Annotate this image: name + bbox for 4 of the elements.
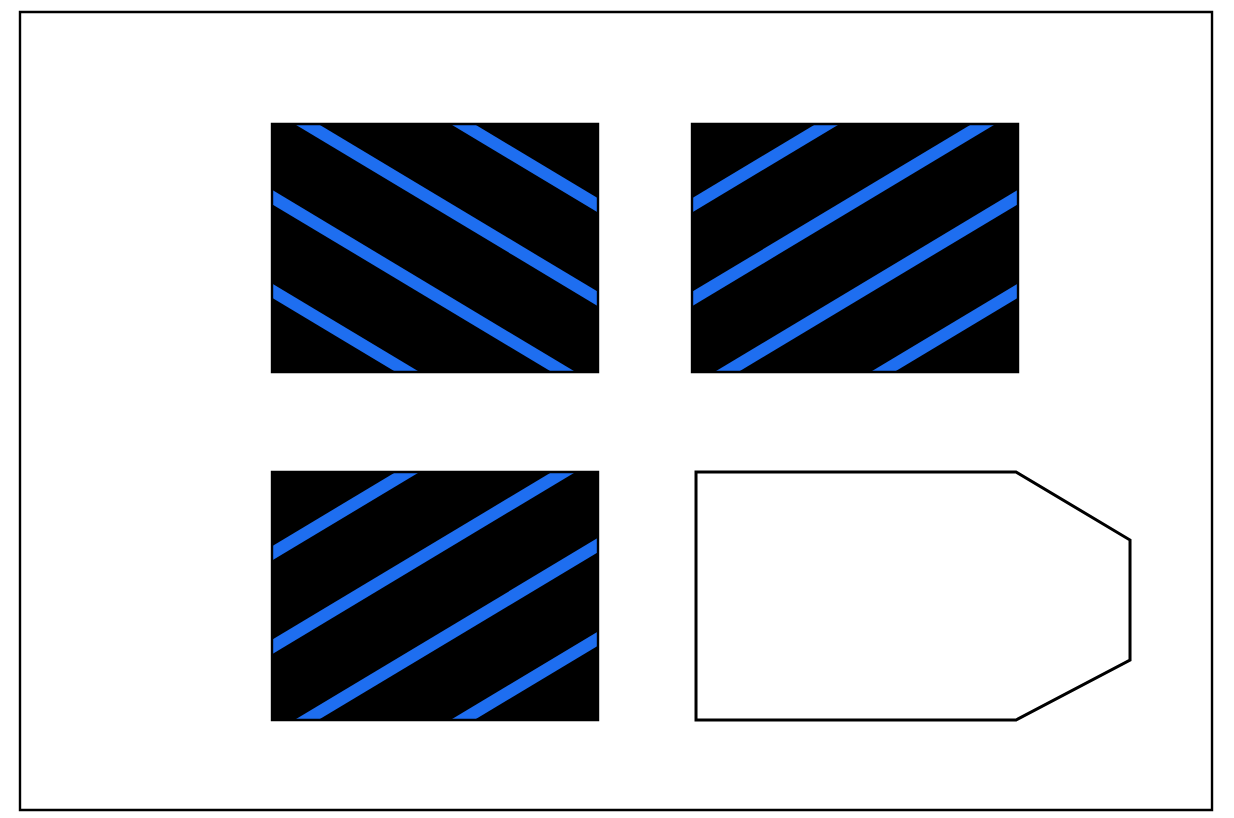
striped-block bbox=[270, 122, 600, 374]
striped-block bbox=[690, 122, 1020, 374]
striped-block bbox=[270, 470, 600, 722]
pentagon-shape bbox=[694, 470, 1132, 722]
